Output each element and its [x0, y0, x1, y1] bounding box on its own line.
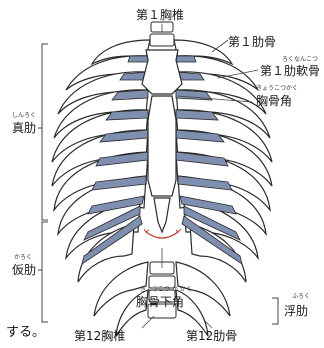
- sternal-body: [148, 96, 176, 196]
- manubrium: [142, 50, 182, 94]
- costal-cartilage1-label: 第１肋軟骨: [260, 65, 320, 77]
- floating-ribs-reading: ふろく: [292, 294, 310, 300]
- t1-vertebra-label: 第１胸椎: [136, 9, 184, 21]
- false-ribs-reading: かろく: [14, 255, 32, 261]
- infrasternal-angle-label: 胸骨下角: [136, 296, 184, 308]
- leader-rib1: [212, 40, 228, 52]
- sternum: [142, 50, 182, 232]
- floating-ribs-bracket: [272, 298, 278, 324]
- floating-ribs-label: 浮肋: [284, 305, 308, 317]
- sternal-angle-label: 胸骨角: [256, 95, 292, 107]
- text-fragment: する。: [6, 326, 45, 339]
- true-ribs-bracket: [42, 44, 48, 220]
- true-ribs-label: 真肋: [12, 122, 36, 134]
- xiphoid-process: [154, 198, 170, 232]
- false-ribs-bracket: [42, 222, 48, 322]
- infrasternal-angle-reading: きょうこつ か かく: [140, 287, 192, 293]
- sternal-angle-reading: きょうこつかく: [256, 86, 298, 92]
- rib1-label: 第１肋骨: [228, 36, 276, 48]
- rib12-label: 第12肋骨: [186, 330, 237, 342]
- t12-vertebra-label: 第12胸椎: [74, 330, 125, 342]
- true-ribs-reading: しんろく: [12, 113, 36, 119]
- false-ribs-label: 仮肋: [12, 264, 36, 276]
- leader-t12: [142, 316, 154, 328]
- costal-cartilage1-reading: ろくなんこつ: [282, 57, 318, 63]
